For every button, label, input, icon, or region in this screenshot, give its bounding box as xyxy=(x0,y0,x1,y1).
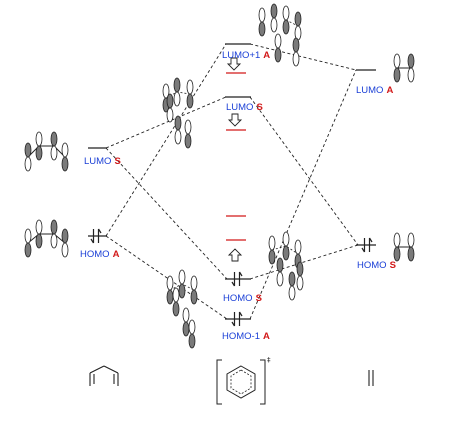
label-text: HOMO-1 xyxy=(222,331,260,342)
butadiene-structure xyxy=(89,365,119,386)
ts-lumo1-orbital xyxy=(258,3,302,67)
label-text: LUMO xyxy=(226,102,254,113)
ts-lumo-orbital xyxy=(162,77,194,149)
symmetry-tag: S xyxy=(255,293,262,304)
label-text: LUMO xyxy=(84,156,112,167)
red-reference-levels xyxy=(226,72,246,241)
label-text: HOMO xyxy=(80,249,110,260)
up-arrow-icon xyxy=(228,248,242,262)
label-text: LUMO xyxy=(356,85,384,96)
electron-pairs xyxy=(90,228,373,327)
ethylene-structure xyxy=(368,370,374,386)
transition-state-marker: ‡ xyxy=(267,356,271,364)
energy-levels xyxy=(88,43,376,320)
symmetry-tag: S xyxy=(256,102,263,113)
butadiene-homo-orbital xyxy=(24,219,69,258)
symmetry-tag: S xyxy=(389,260,396,271)
label-text: HOMO xyxy=(357,260,387,271)
ts-homo1-orbital xyxy=(166,269,198,349)
symmetry-tag: A xyxy=(386,85,394,96)
symmetry-tag: A xyxy=(263,50,271,61)
symmetry-tag: S xyxy=(114,156,121,167)
symmetry-tag: A xyxy=(263,331,270,342)
label-text: LUMO+1 xyxy=(222,50,261,61)
ethylene-lumo-orbital xyxy=(393,53,415,83)
shift-arrows xyxy=(227,57,242,262)
transition-state-structure xyxy=(216,359,266,405)
symmetry-tag: A xyxy=(112,249,120,260)
ethylene-homo-orbital xyxy=(393,232,415,262)
ts-homo-orbital xyxy=(268,231,304,301)
down-arrow-icon xyxy=(228,113,242,127)
butadiene-lumo-orbital xyxy=(24,131,69,172)
correlation-lines xyxy=(105,43,359,320)
label-text: HOMO xyxy=(223,293,253,304)
